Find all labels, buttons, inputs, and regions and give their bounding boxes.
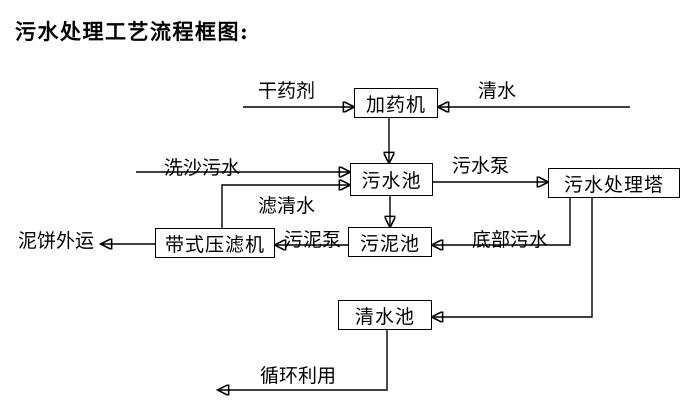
node-dosing-machine: 加药机 — [354, 88, 438, 118]
diagram-title: 污水处理工艺流程框图: — [15, 19, 250, 44]
edge-label-recycle: 循环利用 — [260, 365, 337, 387]
edge-label-mud-cake-out: 泥饼外运 — [18, 230, 95, 252]
node-sludge-pool: 污泥池 — [348, 227, 432, 257]
edge-label-clean-water: 清水 — [478, 80, 517, 102]
edge-label-sewage-pump: 污水泵 — [452, 155, 510, 177]
connector-tower-to-clean-water-pool — [432, 198, 593, 317]
node-sewage-pool: 污水池 — [350, 163, 433, 196]
node-clean-water-pool: 清水池 — [338, 300, 432, 330]
edge-label-bottom-sewage: 底部污水 — [472, 229, 549, 251]
edge-label-filtered-water: 滤清水 — [258, 195, 316, 217]
node-treatment-tower: 污水处理塔 — [548, 168, 680, 198]
connector-bottom-sewage-to-sludge-pool — [432, 198, 571, 245]
edge-label-sand-washing-sewage: 洗沙污水 — [164, 157, 241, 179]
node-belt-filter-press: 带式压滤机 — [155, 228, 275, 258]
edge-label-sludge-pump: 污泥泵 — [284, 229, 342, 251]
connector-recycle-out — [218, 330, 388, 390]
connector-filtered-water-to-sewage-pool — [221, 185, 350, 228]
edge-label-dry-agent: 干药剂 — [258, 80, 316, 102]
